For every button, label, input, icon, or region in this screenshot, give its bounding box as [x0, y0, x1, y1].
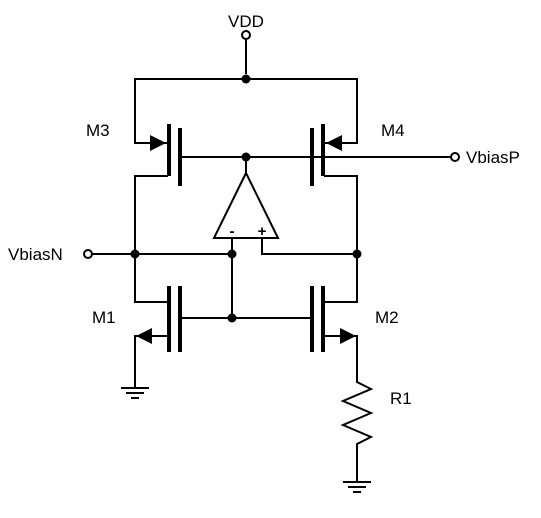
vbiasn-label: VbiasN: [8, 245, 63, 264]
m2-nmos: M2: [310, 253, 399, 379]
vbiasp-terminal: [450, 152, 460, 162]
m2-label: M2: [375, 308, 399, 327]
r1-resistor: R1: [340, 377, 412, 483]
minus-input-junction: [227, 249, 237, 259]
m4-drain: [324, 175, 358, 255]
vbiasp-label: VbiasP: [466, 148, 520, 167]
m1-source: [134, 335, 168, 389]
ground-left-icon: [121, 387, 149, 399]
nmos-gate-net: [179, 313, 313, 323]
m3-label: M3: [86, 121, 110, 140]
m2-drain: [324, 253, 358, 303]
opamp: - +: [212, 156, 358, 319]
vbiasn-terminal: [83, 249, 93, 259]
vdd-label: VDD: [228, 12, 264, 31]
m4-arrow-icon: [326, 135, 342, 151]
m2-arrow-icon: [340, 328, 356, 344]
m1-drain: [134, 253, 168, 303]
opamp-plus-input-wire: [261, 237, 358, 255]
vdd-terminal: [241, 30, 251, 40]
r1-zigzag: [340, 377, 374, 483]
m4-pmos: M4: [310, 121, 405, 255]
vbiasp-net: VbiasP: [179, 148, 520, 167]
m3-arrow-icon: [150, 135, 166, 151]
m1-label: M1: [92, 308, 116, 327]
opamp-minus-sign: -: [230, 223, 235, 240]
nmos-gate-junction: [227, 313, 237, 323]
m1-nmos: M1: [92, 253, 182, 389]
m1-arrow-icon: [136, 328, 152, 344]
m2-source: [324, 335, 358, 379]
m3-pmos: M3: [86, 121, 182, 255]
vdd-supply: VDD: [134, 12, 358, 144]
opamp-triangle: [212, 170, 280, 239]
r1-label: R1: [390, 389, 412, 408]
m4-label: M4: [381, 121, 405, 140]
ground-right-icon: [343, 481, 371, 493]
m3-drain: [134, 175, 168, 255]
vdd-junction: [241, 74, 251, 84]
opamp-plus-sign: +: [258, 223, 267, 240]
vbiasn-net: VbiasN: [8, 245, 362, 264]
